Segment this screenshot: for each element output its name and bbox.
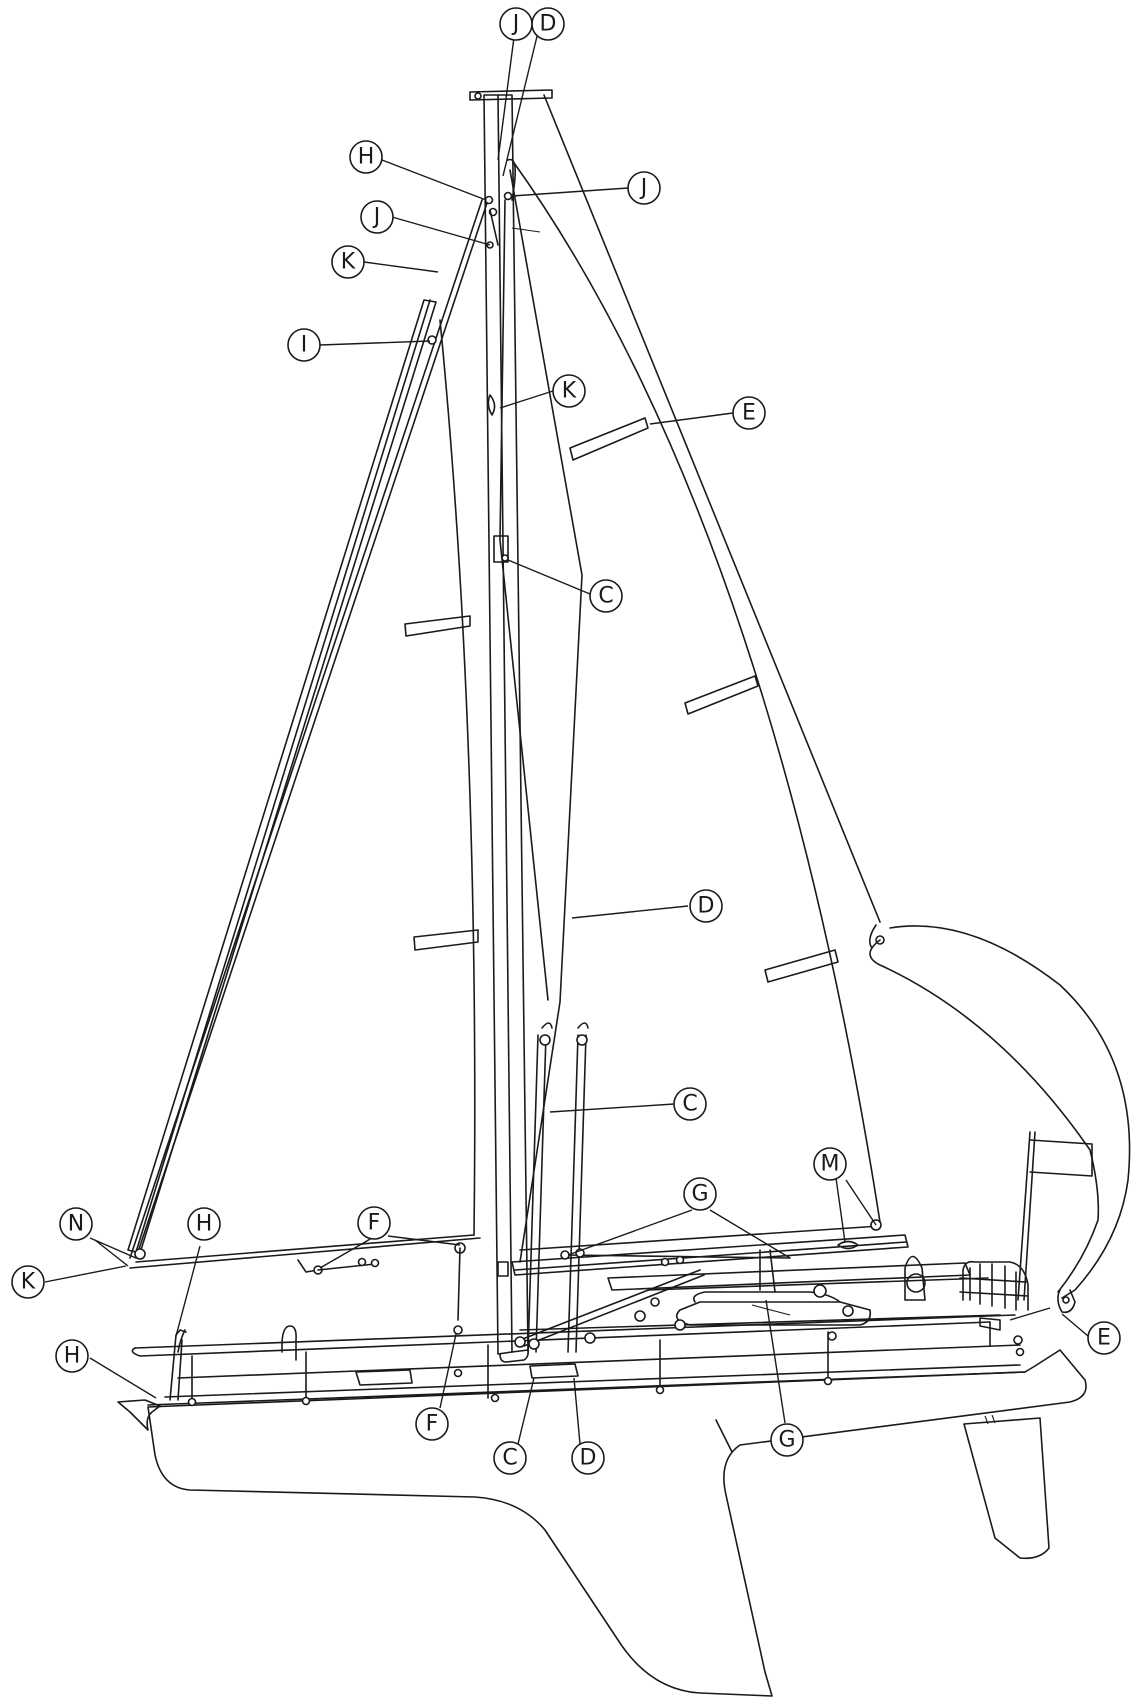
forestay-and-jib [127, 199, 489, 1269]
callout-label: E [1097, 1326, 1111, 1351]
callout-label: D [698, 894, 715, 919]
callout-c-mid: C [673, 1087, 707, 1121]
backstay-and-spinnaker [543, 94, 1131, 1314]
callout-label: G [778, 1428, 795, 1453]
callout-label: D [540, 12, 557, 37]
callout-d-mid: D [689, 889, 723, 923]
callout-label: H [64, 1344, 81, 1369]
callout-m: M [813, 1147, 847, 1181]
leader-lines [44, 21, 1089, 1445]
callout-label: F [426, 1412, 439, 1437]
callout-h-upper: H [349, 140, 383, 174]
mast [469, 89, 553, 1363]
callout-label: C [502, 1446, 517, 1471]
halyards [297, 169, 791, 1379]
callout-g-upper: G [683, 1177, 717, 1211]
callout-label: J [639, 176, 648, 201]
deck-and-rails [117, 1131, 1093, 1431]
callout-e-leech: E [732, 396, 766, 430]
callout-label: I [301, 333, 308, 358]
callout-j-right: J [627, 171, 661, 205]
callout-g-lower: G [770, 1423, 804, 1457]
callout-label: K [562, 379, 577, 404]
callout-label: K [341, 250, 356, 275]
callout-label: D [580, 1446, 597, 1471]
callout-label: J [372, 205, 381, 230]
callout-k-upper: K [331, 245, 365, 279]
callout-label: F [368, 1211, 381, 1236]
callout-label: H [196, 1212, 213, 1237]
callout-h-mid: H [187, 1207, 221, 1241]
callout-label: K [21, 1270, 36, 1295]
callout-f-upper: F [357, 1206, 391, 1240]
callout-k-lower: K [11, 1265, 45, 1299]
callout-label: G [691, 1182, 708, 1207]
callout-c-lower: C [493, 1441, 527, 1475]
callout-label: H [358, 145, 375, 170]
callout-n: N [59, 1207, 93, 1241]
callout-label: N [68, 1212, 84, 1237]
callout-f-lower: F [415, 1407, 449, 1441]
callout-h-lower: H [55, 1339, 89, 1373]
callout-k-mid: K [552, 374, 586, 408]
hull [147, 1349, 1087, 1697]
callout-label: M [821, 1152, 840, 1177]
callout-label: J [511, 12, 520, 37]
callout-j-left: J [360, 200, 394, 234]
callout-d-top: D [531, 7, 565, 41]
callout-label: C [598, 584, 613, 609]
callout-j-top: J [499, 7, 533, 41]
callout-i: I [287, 328, 321, 362]
callout-e-stern: E [1087, 1321, 1121, 1355]
callout-label: C [682, 1092, 697, 1117]
mainsail [507, 158, 881, 1223]
callout-d-lower: D [571, 1441, 605, 1475]
callout-c-upper: C [589, 579, 623, 613]
callout-label: E [742, 401, 756, 426]
